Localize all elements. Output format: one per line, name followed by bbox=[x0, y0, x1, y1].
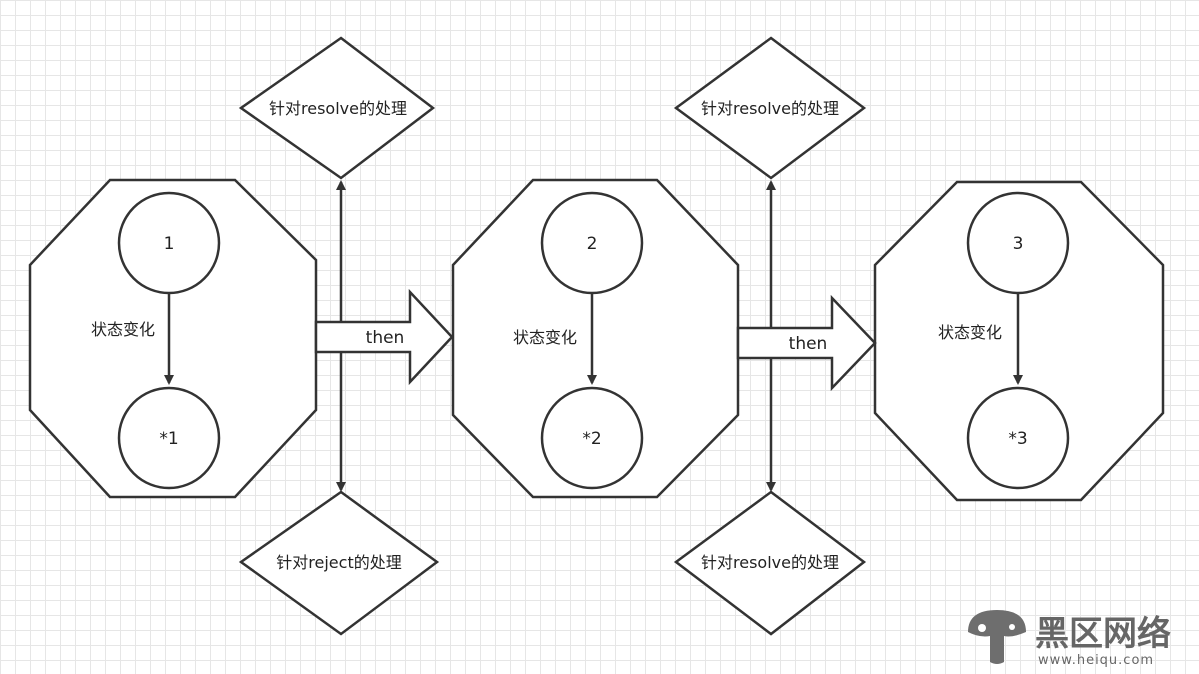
handler-2-label: 针对reject的处理 bbox=[276, 553, 401, 572]
handler-2-diamond[interactable] bbox=[238, 490, 440, 636]
handler-1-diamond[interactable] bbox=[238, 36, 436, 180]
stage-3-end-label: *3 bbox=[1008, 429, 1027, 449]
stage-1-transition-label: 状态变化 bbox=[91, 320, 155, 339]
handler-4: 针对resolve的处理 bbox=[673, 490, 867, 636]
handler-2: 针对reject的处理 bbox=[238, 490, 440, 636]
handler-3-label: 针对resolve的处理 bbox=[701, 99, 839, 118]
stage-2-transition-label: 状态变化 bbox=[513, 328, 577, 347]
then-arrow-1: then bbox=[314, 288, 454, 386]
stage-3-start-label: 3 bbox=[1013, 234, 1024, 254]
stage-3-transition-label: 状态变化 bbox=[938, 323, 1002, 342]
then-arrow-2: then bbox=[736, 294, 877, 392]
stage-2-octagon[interactable] bbox=[451, 178, 740, 499]
mushroom-logo-icon bbox=[968, 610, 1026, 664]
then-arrow-2-shape[interactable] bbox=[736, 294, 877, 392]
stage-1-start-label: 1 bbox=[164, 234, 175, 254]
stage-3: 3 状态变化 *3 bbox=[873, 180, 1165, 502]
stage-2-end-circle[interactable] bbox=[540, 386, 644, 490]
stage-2-end-label: *2 bbox=[582, 429, 601, 449]
then-arrow-1-shape[interactable] bbox=[314, 288, 454, 386]
handler-1: 针对resolve的处理 bbox=[238, 36, 436, 180]
then-arrow-2-label: then bbox=[789, 334, 828, 354]
stage-1-start-circle[interactable] bbox=[117, 191, 221, 295]
handler-4-diamond[interactable] bbox=[673, 490, 867, 636]
handler-4-label: 针对resolve的处理 bbox=[701, 553, 839, 572]
stage-1-end-circle[interactable] bbox=[117, 386, 221, 490]
stage-2: 2 状态变化 *2 bbox=[451, 178, 740, 499]
stage-1-end-label: *1 bbox=[159, 429, 178, 449]
stage-2-start-circle[interactable] bbox=[540, 191, 644, 295]
stage-3-start-circle[interactable] bbox=[966, 191, 1070, 295]
handler-1-label: 针对resolve的处理 bbox=[269, 99, 407, 118]
stage-3-end-circle[interactable] bbox=[966, 386, 1070, 490]
stage-2-start-label: 2 bbox=[587, 234, 598, 254]
stage-1-octagon[interactable] bbox=[28, 178, 318, 499]
handler-3-diamond[interactable] bbox=[673, 36, 867, 180]
watermark-url: www.heiqu.com bbox=[1038, 653, 1154, 668]
stage-1: 1 状态变化 *1 bbox=[28, 178, 318, 499]
handler-3: 针对resolve的处理 bbox=[673, 36, 867, 180]
watermark: 黑区网络 www.heiqu.com bbox=[968, 610, 1171, 668]
watermark-brand: 黑区网络 bbox=[1035, 614, 1171, 654]
then-arrow-1-label: then bbox=[366, 328, 405, 348]
